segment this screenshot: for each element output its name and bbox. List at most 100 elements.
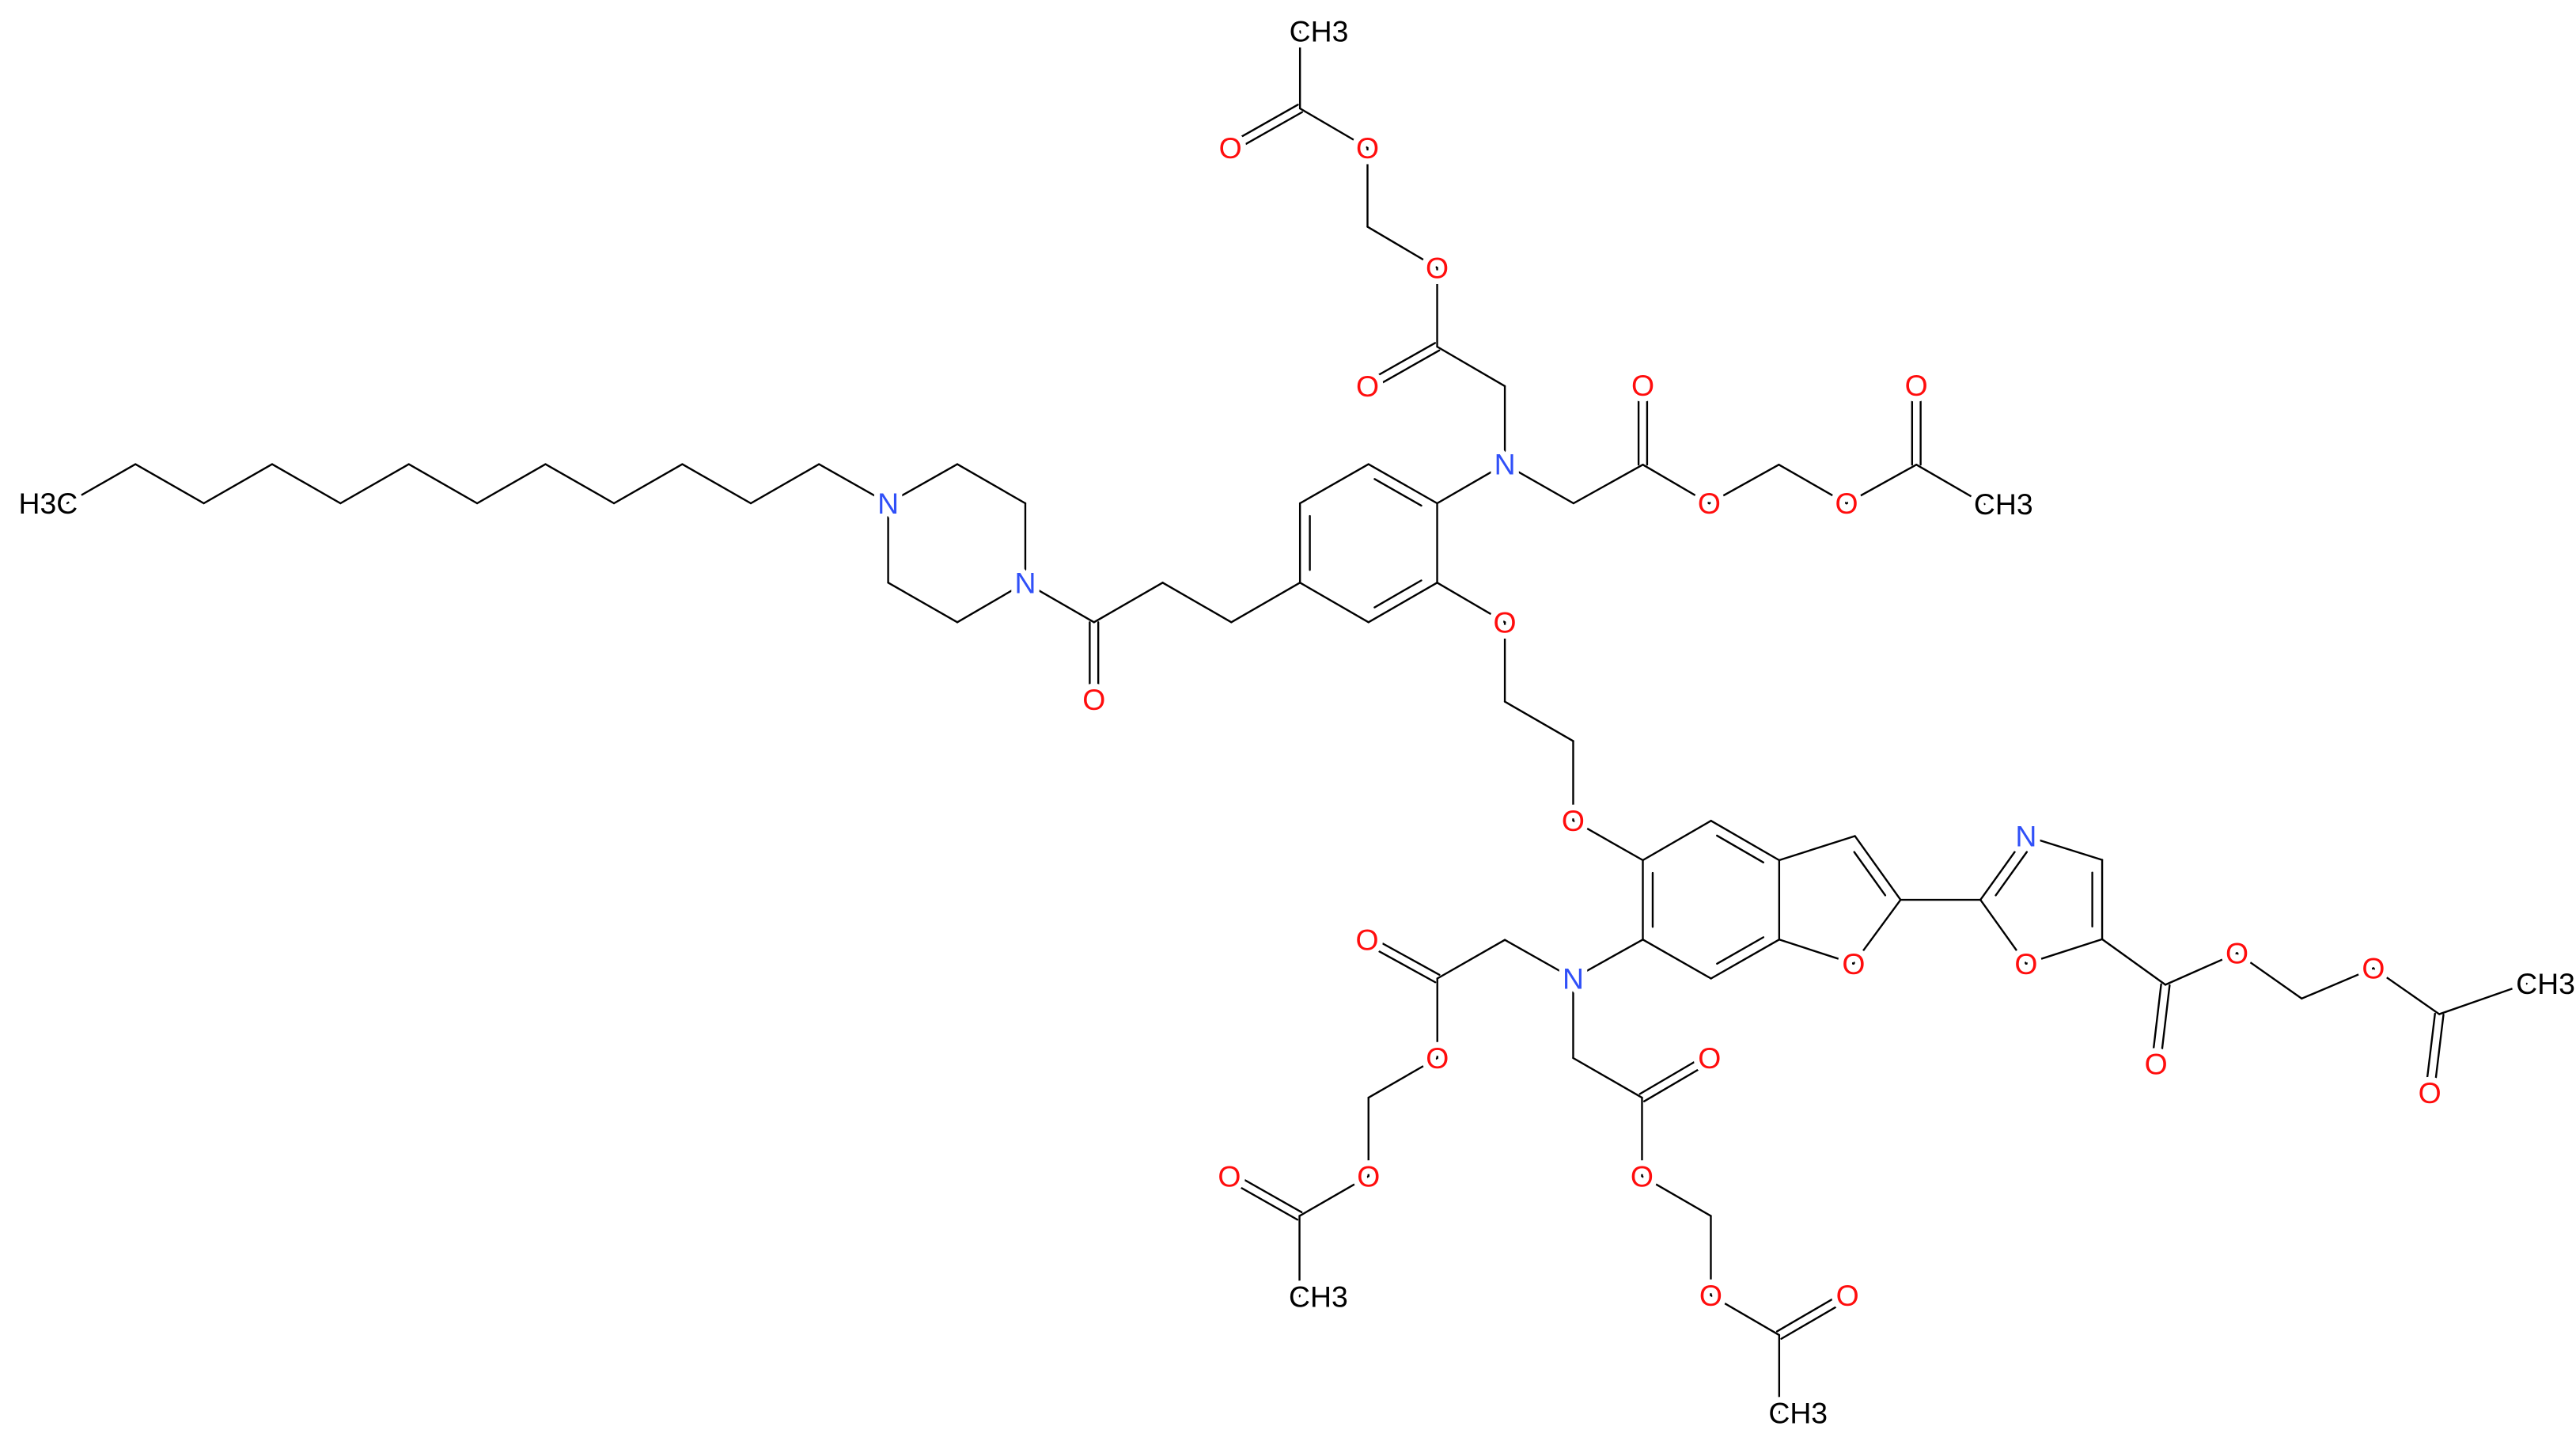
atom-label-oxygen: O [1426, 1041, 1449, 1075]
bond [1227, 104, 1299, 146]
bond [339, 463, 410, 505]
atom-label-nitrogen: N [1014, 566, 1036, 599]
bond [2150, 983, 2162, 1065]
bond [1230, 582, 1301, 624]
atom-label-methyl: CH3 [1289, 1280, 1348, 1313]
bond [1364, 942, 1437, 984]
bond [475, 463, 547, 505]
bond [66, 463, 137, 505]
bond [1503, 463, 1575, 505]
atom-label-oxygen: O [1219, 131, 1242, 165]
bond [2025, 835, 2104, 861]
bonds-layer [66, 30, 2528, 1414]
bond [1231, 111, 1304, 153]
bond [2438, 982, 2528, 1015]
bond [407, 463, 479, 505]
bond [1298, 1175, 1369, 1217]
atom-label-oxygen: O [1356, 370, 1379, 403]
bond [956, 463, 1027, 505]
bond [1710, 939, 1781, 980]
atom-label-oxygen: O [1357, 1159, 1380, 1193]
bond [1364, 342, 1437, 384]
bond [1572, 819, 1644, 862]
atom-label-oxygen: O [1426, 251, 1449, 284]
bond [817, 463, 889, 505]
atom-label-nitrogen: N [1563, 962, 1584, 996]
atom-label-oxygen: O [1356, 131, 1379, 165]
atom-label-oxygen: O [1631, 369, 1654, 402]
bond [1853, 851, 1887, 897]
bond [612, 463, 684, 505]
bond [134, 463, 205, 505]
atom-label-oxygen: O [1698, 1041, 1721, 1075]
bond [1298, 582, 1369, 624]
bond [2433, 1014, 2445, 1095]
atom-label-oxygen: O [1494, 605, 1517, 639]
bond [1367, 463, 1438, 505]
bond [1230, 1171, 1303, 1214]
bond [271, 463, 342, 505]
bond [749, 463, 820, 505]
bond [1161, 582, 1233, 624]
bond [1775, 1290, 1847, 1333]
atom-label-methyl: H3C [19, 487, 78, 520]
atom-label-methyl: CH3 [1768, 1397, 1828, 1430]
bond [1642, 939, 1712, 980]
atom-label-oxygen: O [1562, 804, 1585, 837]
atom-label-oxygen: O [2226, 936, 2248, 969]
atom-label-oxygen: O [1082, 683, 1105, 716]
atom-label-methyl: CH3 [2516, 967, 2575, 1000]
bond [1367, 582, 1438, 624]
atom-label-oxygen: O [2145, 1048, 2168, 1081]
bond [1979, 835, 2028, 901]
atom-label-oxygen: O [1631, 1159, 1654, 1193]
bond [1854, 835, 1902, 901]
bond [544, 463, 616, 505]
bond [1642, 464, 1710, 505]
bond [1780, 1298, 1851, 1340]
atom-label-nitrogen: N [877, 487, 899, 520]
atom-label-nitrogen: N [1494, 448, 1516, 481]
bond [1708, 464, 1780, 505]
bond [1436, 582, 1506, 624]
atom-label-methyl: CH3 [1290, 14, 1349, 47]
bond [1093, 582, 1164, 624]
bond [1373, 579, 1422, 609]
bond [1572, 464, 1644, 505]
atom-label-oxygen: O [1699, 1279, 1722, 1312]
bond [1979, 898, 2028, 965]
bond [1995, 851, 2029, 897]
atom-label-oxygen: O [1842, 947, 1865, 980]
bond [1710, 1294, 1781, 1337]
bond [1298, 463, 1369, 505]
bond [1436, 463, 1506, 505]
bond [1373, 478, 1422, 507]
bond [1368, 935, 1441, 976]
bond [1024, 582, 1095, 624]
atom-label-oxygen: O [1836, 1279, 1859, 1312]
bond [1298, 107, 1369, 150]
bond [1226, 1178, 1299, 1221]
bond [1716, 834, 1765, 864]
bond [1572, 939, 1644, 980]
bond [1915, 464, 1986, 506]
bond [1368, 349, 1441, 391]
bond [887, 582, 959, 624]
atom-label-oxygen: O [1698, 487, 1721, 520]
bond [1852, 898, 1902, 965]
bond [1503, 939, 1574, 980]
bond [2025, 938, 2104, 965]
bond [1436, 939, 1506, 980]
bond [1642, 819, 1712, 862]
atom-label-methyl: CH3 [1974, 487, 2033, 521]
bond [2301, 967, 2375, 1000]
bond [1436, 345, 1506, 388]
bond [2164, 952, 2238, 986]
bond [2236, 952, 2303, 1000]
bond [956, 582, 1027, 624]
atom-label-oxygen: O [1218, 1159, 1241, 1193]
bond [2372, 967, 2441, 1015]
atom-label-oxygen: O [1356, 924, 1379, 957]
